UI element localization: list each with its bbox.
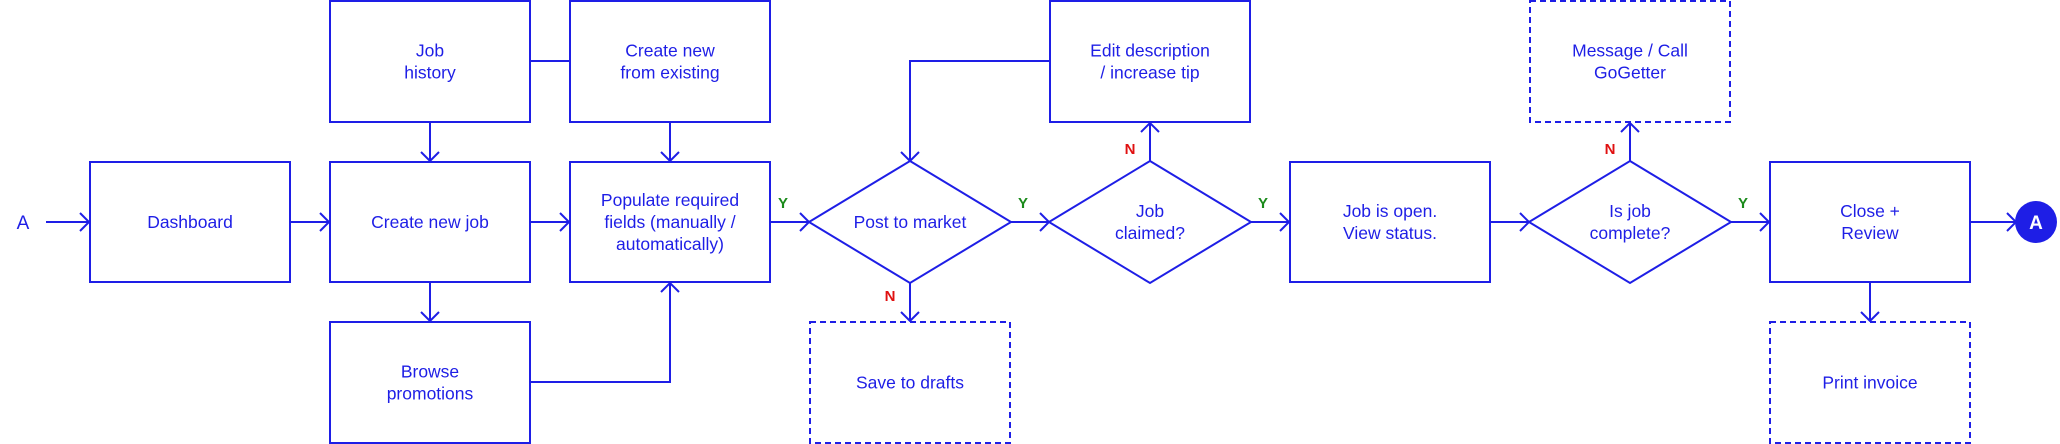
job-open-box [1289, 161, 1491, 283]
post-to-market-label: Post to market [854, 212, 967, 232]
is-job-complete-decision [1527, 159, 1733, 285]
edge-label-post-no: N [885, 288, 896, 305]
job-open-label: Job is open.View status. [1343, 201, 1437, 243]
post-to-market-decision [807, 159, 1013, 285]
browse-promotions-box [329, 321, 531, 444]
start-connector-label: A [17, 213, 30, 234]
end-connector-label: A [2029, 213, 2043, 234]
shapes [89, 0, 2057, 444]
message-call-box [1529, 0, 1731, 123]
dashboard-label: Dashboard [147, 212, 233, 232]
close-review-label: Close +Review [1840, 201, 1900, 243]
job-claimed-decision [1047, 159, 1253, 285]
dashboard-box [89, 161, 291, 283]
end-connector-circle [2015, 201, 2057, 243]
edge-label-populate-yes: Y [778, 195, 788, 212]
save-to-drafts-box [809, 321, 1011, 444]
edge-label-complete-yes: Y [1738, 195, 1748, 212]
create-new-from-existing-box [569, 0, 771, 123]
edge-label-complete-no: N [1605, 141, 1616, 158]
edge-label-claimed-no: N [1125, 141, 1136, 158]
job-history-box [329, 0, 531, 123]
save-to-drafts-label: Save to drafts [856, 373, 964, 393]
connector-line [909, 60, 1049, 161]
edge-label-post-yes: Y [1018, 195, 1028, 212]
edge-label-claimed-yes: Y [1258, 195, 1268, 212]
edit-description-label: Edit description/ increase tip [1090, 41, 1210, 83]
edit-description-box [1049, 0, 1251, 123]
print-invoice-label: Print invoice [1822, 373, 1917, 393]
close-review-box [1769, 161, 1971, 283]
create-new-job-label: Create new job [371, 212, 489, 232]
connector-line [531, 283, 671, 383]
print-invoice-box [1769, 321, 1971, 444]
create-new-job-box [329, 161, 531, 283]
populate-fields-box [569, 161, 771, 283]
